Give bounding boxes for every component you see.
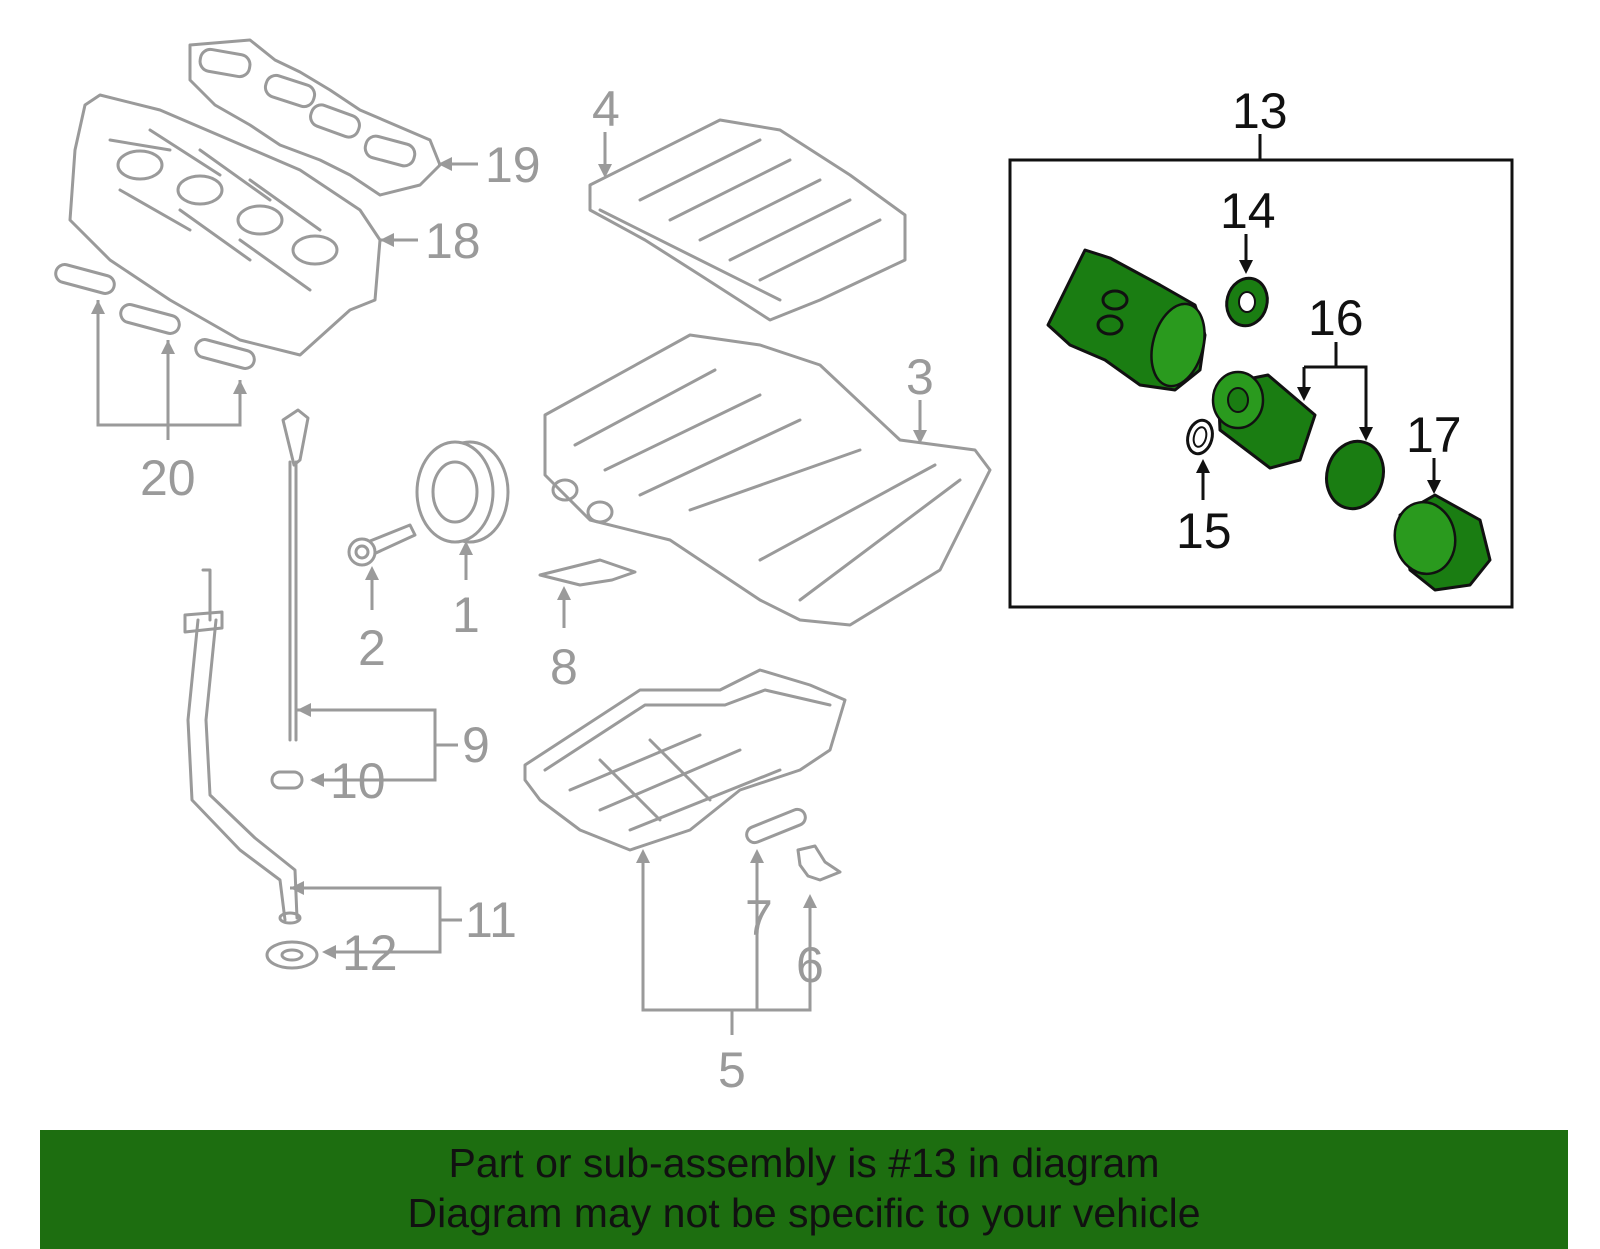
oring-part-10[interactable] [270, 770, 304, 790]
bolt-part-2[interactable] [347, 523, 417, 567]
dipstick-tube-part-11[interactable] [183, 568, 302, 925]
label-9: 9 [462, 717, 490, 773]
gasket-part-7[interactable] [744, 807, 807, 845]
label-10: 10 [330, 753, 386, 809]
intake-gasket-part-19[interactable] [188, 38, 442, 197]
dipstick-part-9[interactable] [281, 408, 310, 742]
oil-pan-upper-part-3[interactable] [543, 333, 992, 627]
bracket-part-8[interactable] [538, 558, 637, 587]
label-20: 20 [140, 450, 196, 506]
label-6: 6 [796, 937, 824, 993]
label-15: 15 [1176, 503, 1232, 559]
upper-block-part-4[interactable] [588, 118, 907, 322]
label-4: 4 [592, 81, 620, 137]
label-8: 8 [550, 639, 578, 695]
label-3: 3 [906, 349, 934, 405]
label-13: 13 [1232, 83, 1288, 139]
info-banner: Part or sub-assembly is #13 in diagram D… [40, 1130, 1568, 1249]
seal-part-1[interactable] [415, 440, 510, 544]
label-16: 16 [1308, 290, 1364, 346]
label-1: 1 [452, 587, 480, 643]
label-17: 17 [1406, 407, 1462, 463]
washer-part-12[interactable] [265, 940, 319, 970]
lower-oil-pan-part-5[interactable] [523, 668, 847, 852]
banner-line-2: Diagram may not be specific to your vehi… [407, 1190, 1201, 1236]
label-11: 11 [465, 892, 517, 948]
filter-element-part-16[interactable] [1211, 370, 1391, 515]
filter-cap-part-17[interactable] [1389, 493, 1492, 592]
label-2: 2 [358, 620, 386, 676]
label-19: 19 [485, 137, 541, 193]
seal-part-14[interactable] [1221, 274, 1272, 331]
banner-line-1: Part or sub-assembly is #13 in diagram [448, 1140, 1160, 1186]
oil-filter-housing[interactable] [1046, 248, 1213, 392]
label-7: 7 [745, 890, 773, 946]
label-12: 12 [342, 925, 398, 981]
label-18: 18 [425, 213, 481, 269]
bracket-part-6[interactable] [796, 844, 842, 882]
label-14: 14 [1220, 183, 1276, 239]
label-5: 5 [718, 1042, 746, 1098]
gaskets-part-20[interactable] [54, 263, 257, 371]
intake-manifold-part-18[interactable] [68, 93, 382, 357]
oring-part-15[interactable] [1184, 417, 1216, 456]
